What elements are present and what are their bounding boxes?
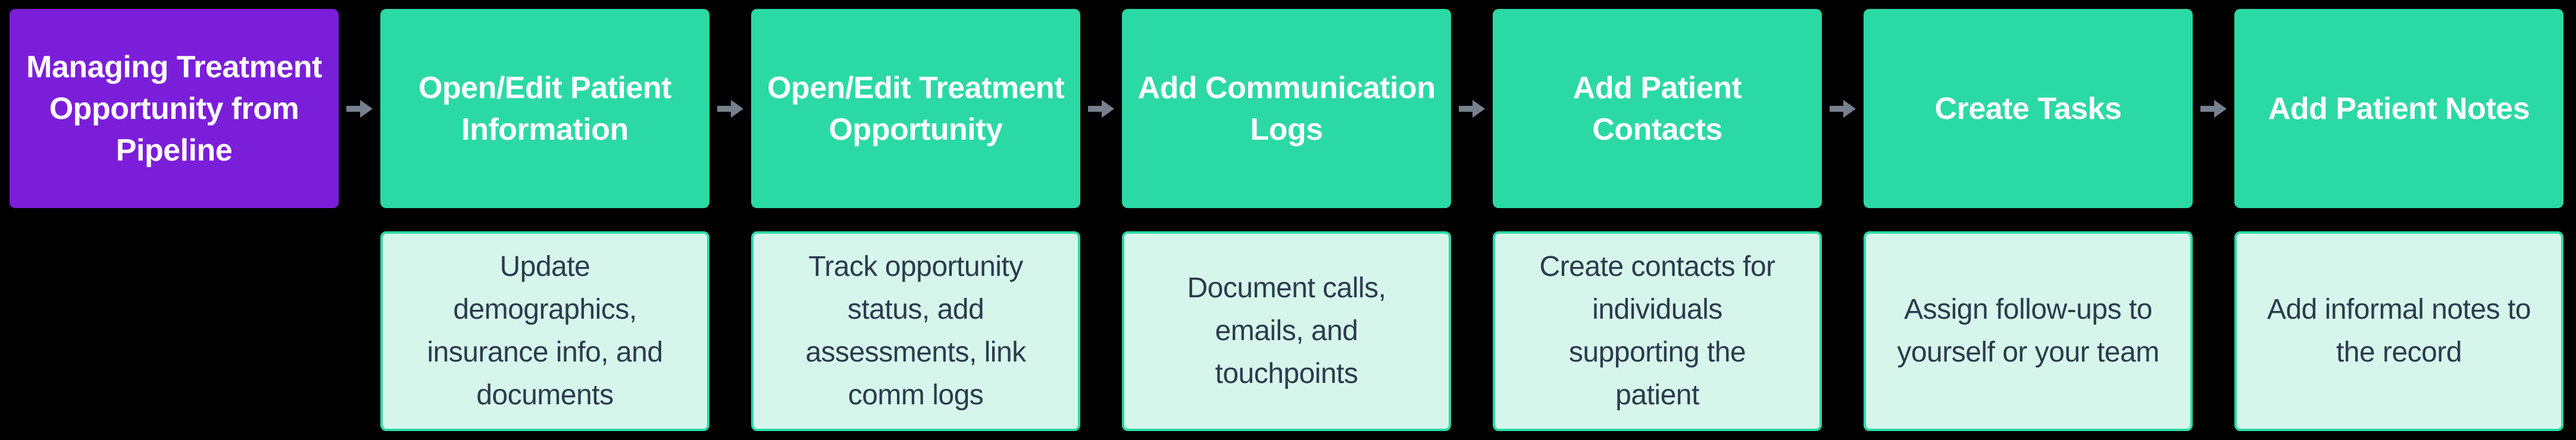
- flow-step-description-text: Update demographics, insurance info, and…: [427, 251, 663, 411]
- flow-step-description: Document calls, emails, and touchpoints: [1122, 231, 1451, 431]
- workflow-diagram: Managing Treatment Opportunity from Pipe…: [10, 9, 2564, 431]
- flow-column-step-2: Open/Edit Treatment Opportunity Track op…: [751, 9, 1080, 431]
- flow-arrow: [709, 9, 751, 208]
- right-arrow-icon: [1088, 99, 1114, 118]
- flow-step-description-text: Create contacts for individuals supporti…: [1539, 251, 1775, 411]
- flow-arrow: [2193, 9, 2234, 208]
- flow-step-description: Create contacts for individuals supporti…: [1493, 231, 1822, 431]
- flow-step-label: Add Patient Contacts: [1573, 70, 1742, 147]
- flow-step-node: Create Tasks: [1864, 9, 2193, 208]
- flow-step-description: Assign follow-ups to yourself or your te…: [1864, 231, 2193, 431]
- flow-step-description-text: Assign follow-ups to yourself or your te…: [1897, 294, 2159, 368]
- flow-step-description-text: Add informal notes to the record: [2266, 294, 2531, 368]
- flow-step-label: Open/Edit Treatment Opportunity: [767, 70, 1065, 147]
- right-arrow-icon: [1459, 99, 1485, 118]
- flow-step-label: Create Tasks: [1934, 91, 2122, 126]
- flow-column-step-1: Open/Edit Patient Information Update dem…: [380, 9, 709, 431]
- flow-column-step-4: Add Patient Contacts Create contacts for…: [1493, 9, 1822, 431]
- flow-arrow: [1451, 9, 1493, 208]
- flow-start-node: Managing Treatment Opportunity from Pipe…: [10, 9, 339, 208]
- flow-step-node: Add Patient Notes: [2234, 9, 2564, 208]
- flow-column-start: Managing Treatment Opportunity from Pipe…: [10, 9, 339, 208]
- flow-step-node: Open/Edit Patient Information: [380, 9, 709, 208]
- flow-step-node: Open/Edit Treatment Opportunity: [751, 9, 1080, 208]
- flow-step-description-text: Track opportunity status, add assessment…: [805, 251, 1026, 411]
- flow-step-description: Track opportunity status, add assessment…: [751, 231, 1080, 431]
- flow-start-label: Managing Treatment Opportunity from Pipe…: [26, 49, 322, 168]
- flow-column-step-6: Add Patient Notes Add informal notes to …: [2234, 9, 2564, 431]
- right-arrow-icon: [346, 99, 373, 118]
- right-arrow-icon: [717, 99, 743, 118]
- flow-step-label: Open/Edit Patient Information: [418, 70, 671, 147]
- flow-step-description: Add informal notes to the record: [2234, 231, 2564, 431]
- flow-column-step-3: Add Communication Logs Document calls, e…: [1122, 9, 1451, 431]
- flow-step-description: Update demographics, insurance info, and…: [380, 231, 709, 431]
- flow-step-description-text: Document calls, emails, and touchpoints: [1187, 272, 1386, 389]
- flow-step-label: Add Communication Logs: [1137, 70, 1436, 147]
- flow-arrow: [339, 9, 380, 208]
- flow-column-step-5: Create Tasks Assign follow-ups to yourse…: [1864, 9, 2193, 431]
- right-arrow-icon: [2200, 99, 2227, 118]
- flow-arrow: [1080, 9, 1122, 208]
- flow-step-node: Add Patient Contacts: [1493, 9, 1822, 208]
- flow-arrow: [1822, 9, 1864, 208]
- right-arrow-icon: [1830, 99, 1856, 118]
- flow-step-label: Add Patient Notes: [2268, 91, 2530, 126]
- flow-step-node: Add Communication Logs: [1122, 9, 1451, 208]
